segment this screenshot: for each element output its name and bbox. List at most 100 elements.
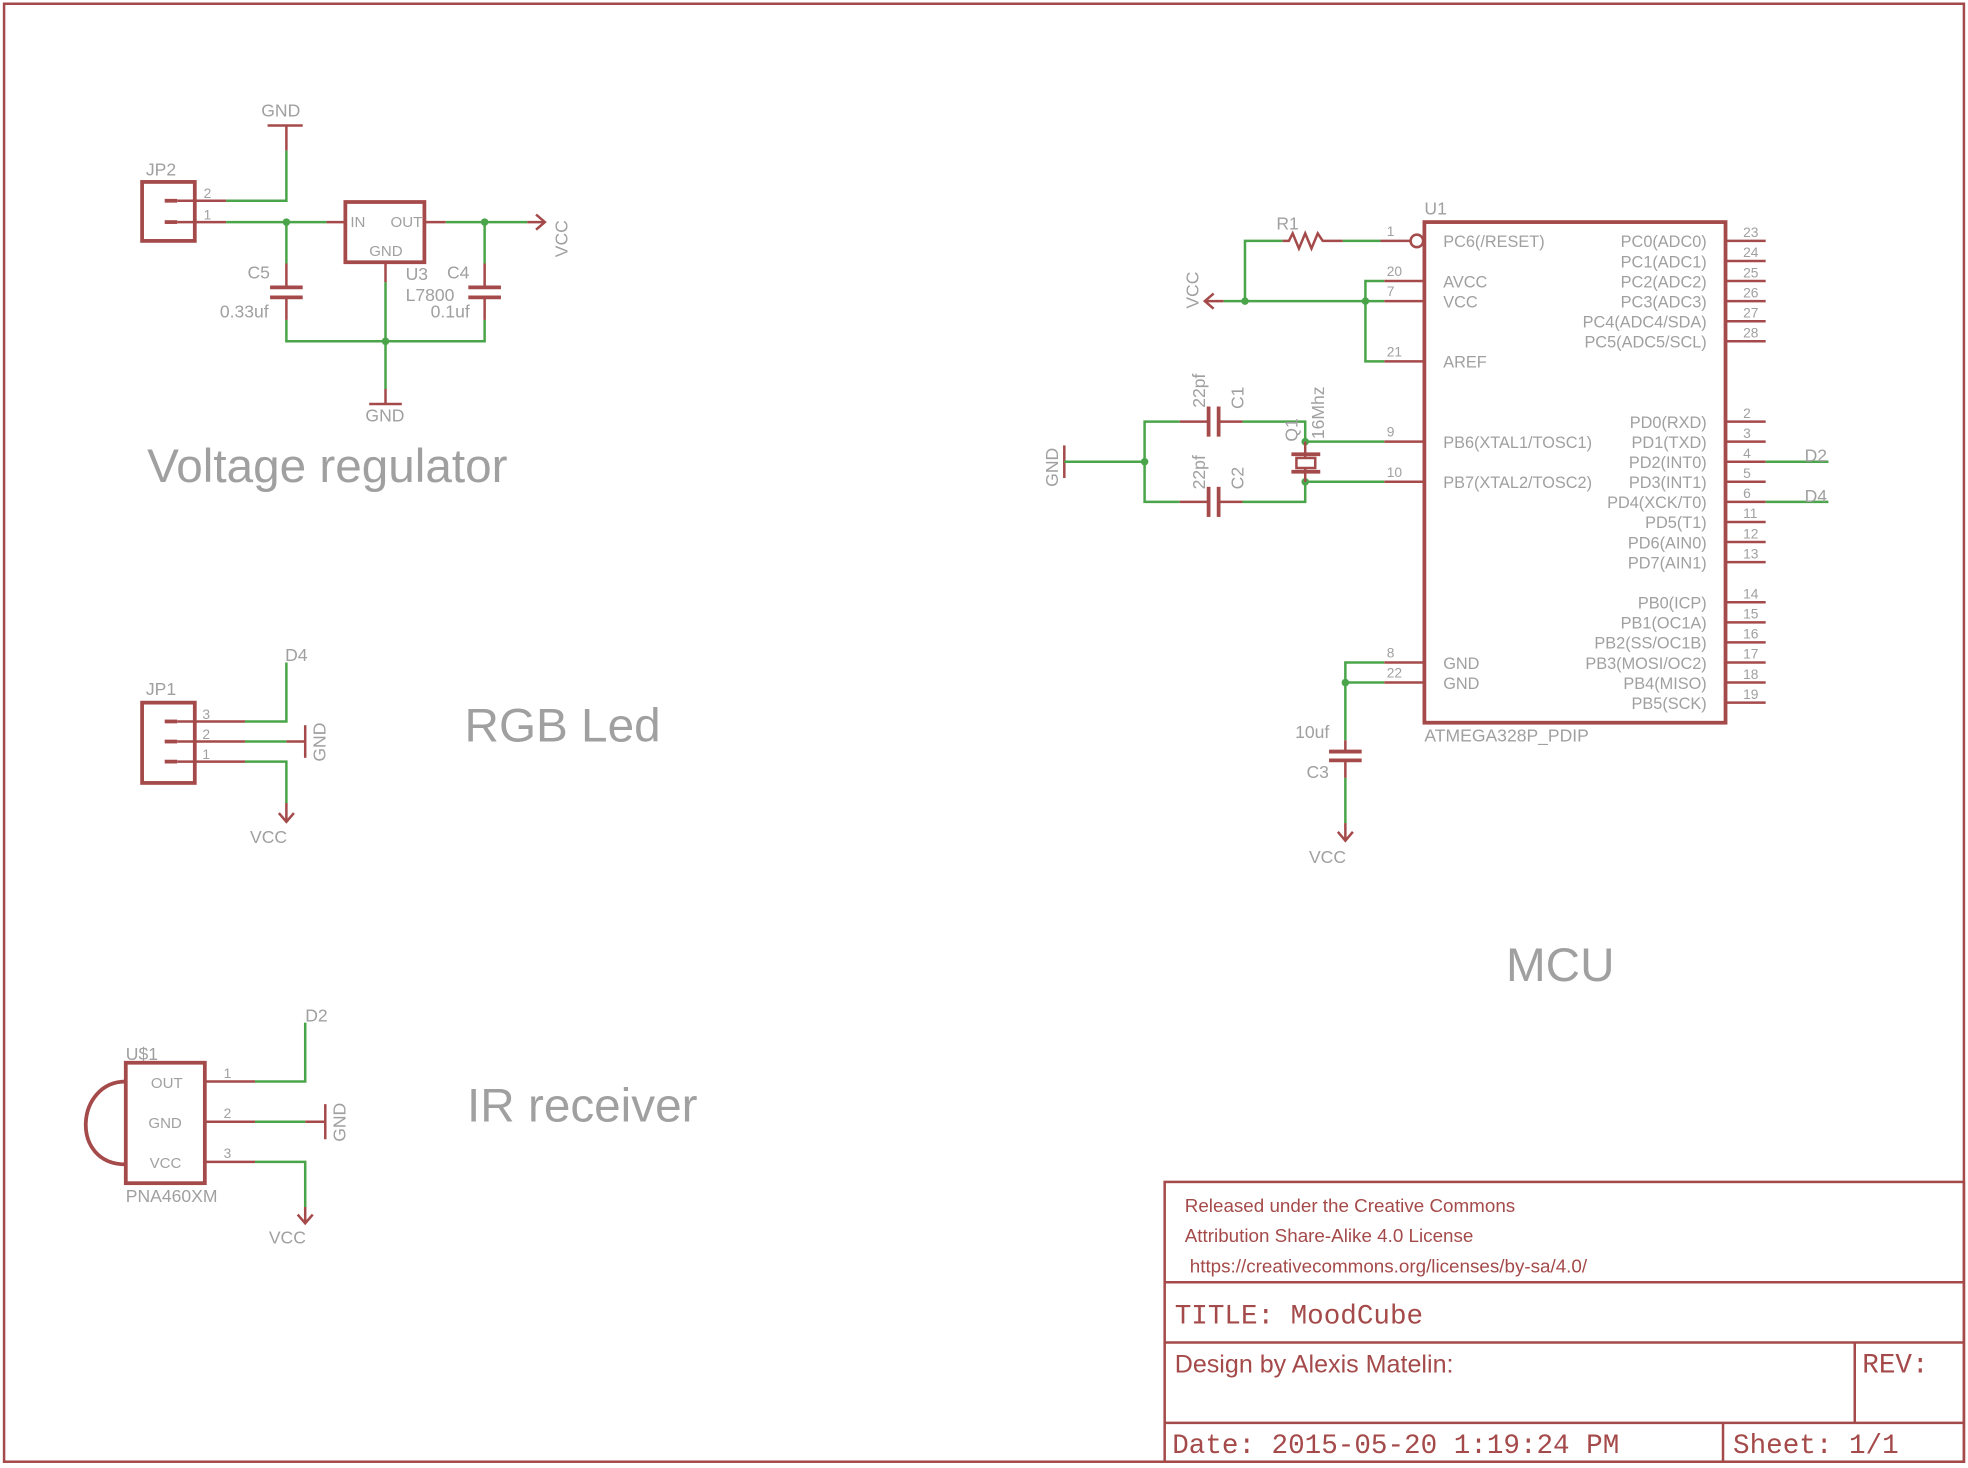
mcu-pin-label: PB4(MISO): [1623, 675, 1706, 693]
sheet-number: Sheet: 1/1: [1733, 1431, 1899, 1462]
atmega328p-chip: [1422, 220, 1728, 725]
mcu-pin-label: PB3(MOSI/OC2): [1585, 655, 1706, 673]
vcc-label: VCC: [551, 220, 571, 257]
mcu-pin-number: 15: [1743, 607, 1759, 622]
mcu-pin-label: PB7(XTAL2/TOSC2): [1443, 474, 1592, 492]
mcu-pin-number: 2: [1743, 406, 1751, 421]
pin-number: 3: [224, 1146, 232, 1161]
vcc-arrow-icon: [277, 812, 295, 824]
u3-pin-in: IN: [350, 214, 365, 231]
u1-value: ATMEGA328P_PDIP: [1424, 726, 1588, 747]
pin-number: 1: [224, 1066, 232, 1081]
mcu-pin-number: 20: [1387, 264, 1403, 279]
gnd-label: GND: [261, 101, 300, 121]
section-title-ir-receiver: IR receiver: [467, 1080, 698, 1133]
mcu-pin-number: 14: [1743, 586, 1759, 601]
voltage-regulator-section: GND JP2 2 1 C5 0.33uf IN OUT GND U3 L780…: [140, 101, 571, 493]
mcu-pin-label: PB1(OC1A): [1621, 615, 1707, 633]
section-title-voltage-regulator: Voltage regulator: [147, 440, 507, 493]
mcu-pin-number: 21: [1387, 344, 1402, 359]
vcc-arrow-icon: [1202, 292, 1215, 310]
title-block: Released under the Creative Commons Attr…: [1163, 1180, 1966, 1463]
rgb-led-section: JP1 3 2 1 D4 GND VCC RGB Led: [140, 645, 661, 847]
mcu-pin-number: 3: [1743, 426, 1751, 441]
designer: Design by Alexis Matelin:: [1175, 1351, 1454, 1379]
mcu-pins: 1PC6(/RESET)20AVCC7VCC21AREF9PB6(XTAL1/T…: [1384, 224, 1766, 713]
net-label-d4: D4: [1805, 486, 1828, 506]
mcu-pin-number: 17: [1743, 647, 1758, 662]
ir-name: U$1: [126, 1044, 158, 1064]
vcc-arrow-icon: [1336, 831, 1354, 843]
net-label-d4: D4: [285, 645, 308, 665]
drawing-title: TITLE: MoodCube: [1175, 1302, 1423, 1333]
c5-value: 0.33uf: [220, 301, 269, 321]
gnd-label: GND: [329, 1103, 349, 1142]
mcu-pin-number: 8: [1387, 645, 1395, 660]
mcu-pin-number: 7: [1387, 284, 1395, 299]
mcu-pin-number: 12: [1743, 526, 1758, 541]
mcu-pin-label: PD6(AIN0): [1628, 534, 1707, 552]
pin-number: 2: [204, 186, 212, 201]
mcu-pin-number: 24: [1743, 245, 1759, 260]
mcu-pin-label: PC1(ADC1): [1621, 253, 1707, 271]
ir-lens-arc: [83, 1079, 126, 1167]
c4-name: C4: [447, 263, 470, 283]
mcu-pin-label: PD7(AIN1): [1628, 554, 1707, 572]
mcu-pin-label: PD1(TXD): [1632, 434, 1707, 452]
mcu-pin-label: PC0(ADC0): [1621, 233, 1707, 251]
q1-name: Q1: [1282, 418, 1302, 441]
mcu-pin-number: 10: [1387, 465, 1403, 480]
mcu-pin-number: 11: [1743, 506, 1757, 521]
gnd-label: GND: [1042, 448, 1062, 487]
mcu-pin-number: 5: [1743, 466, 1751, 481]
section-title-mcu: MCU: [1506, 939, 1615, 992]
mcu-pin-label: PC5(ADC5/SCL): [1584, 334, 1706, 352]
ir-pin-vcc: VCC: [150, 1155, 182, 1172]
wire: [226, 150, 288, 203]
c3-name: C3: [1306, 762, 1328, 782]
vcc-label: VCC: [269, 1227, 306, 1247]
vcc-label: VCC: [1309, 847, 1346, 867]
pin-number: 2: [224, 1106, 232, 1121]
q1-value: 16Mhz: [1308, 386, 1328, 439]
mcu-pin-label: PB5(SCK): [1632, 695, 1707, 713]
vcc-arrow-icon: [535, 213, 547, 231]
net-label-d2: D2: [1805, 446, 1827, 466]
jp2-name: JP2: [146, 160, 176, 180]
jp1-name: JP1: [146, 679, 176, 699]
c1-name: C1: [1228, 387, 1248, 409]
mcu-pin-label: PC6(/RESET): [1443, 233, 1544, 251]
mcu-pin-number: 9: [1387, 425, 1395, 440]
mcu-pin-label: PD5(T1): [1645, 514, 1707, 532]
mcu-pin-label: PD0(RXD): [1630, 414, 1707, 432]
mcu-section: U1 ATMEGA328P_PDIP 1PC6(/RESET)20AVCC7VC…: [1042, 199, 1829, 992]
mcu-pin-label: AVCC: [1443, 273, 1487, 291]
mcu-pin-number: 1: [1387, 224, 1395, 239]
mcu-pin-number: 22: [1387, 666, 1402, 681]
license-text: Released under the Creative Commons: [1185, 1195, 1515, 1216]
ir-pin-gnd: GND: [148, 1115, 182, 1132]
mcu-pin-label: PB0(ICP): [1638, 595, 1707, 613]
ir-receiver-section: U$1 PNA460XM OUT GND VCC 1 2 3 D2 GND VC…: [83, 1005, 698, 1247]
section-title-rgb-led: RGB Led: [465, 700, 661, 753]
mcu-pin-label: GND: [1443, 675, 1479, 693]
mcu-pin-label: PC2(ADC2): [1621, 273, 1707, 291]
pin-number: 3: [202, 707, 210, 722]
mcu-pin-number: 25: [1743, 265, 1759, 280]
mcu-pin-number: 19: [1743, 687, 1759, 702]
c4-value: 0.1uf: [431, 301, 470, 321]
mcu-pin-label: PD4(XCK/T0): [1607, 494, 1707, 512]
u3-pin-out: OUT: [391, 214, 423, 231]
c2-name: C2: [1228, 467, 1248, 489]
r1-name: R1: [1276, 214, 1298, 234]
c1-value: 22pf: [1189, 374, 1209, 408]
u3-value: L7800: [406, 285, 455, 305]
gnd-label: GND: [365, 406, 404, 426]
mcu-pin-number: 23: [1743, 225, 1759, 240]
pin-number: 1: [202, 747, 210, 762]
mcu-pin-number: 16: [1743, 627, 1759, 642]
u3-pin-gnd: GND: [369, 243, 403, 260]
ir-value: PNA460XM: [126, 1186, 218, 1206]
